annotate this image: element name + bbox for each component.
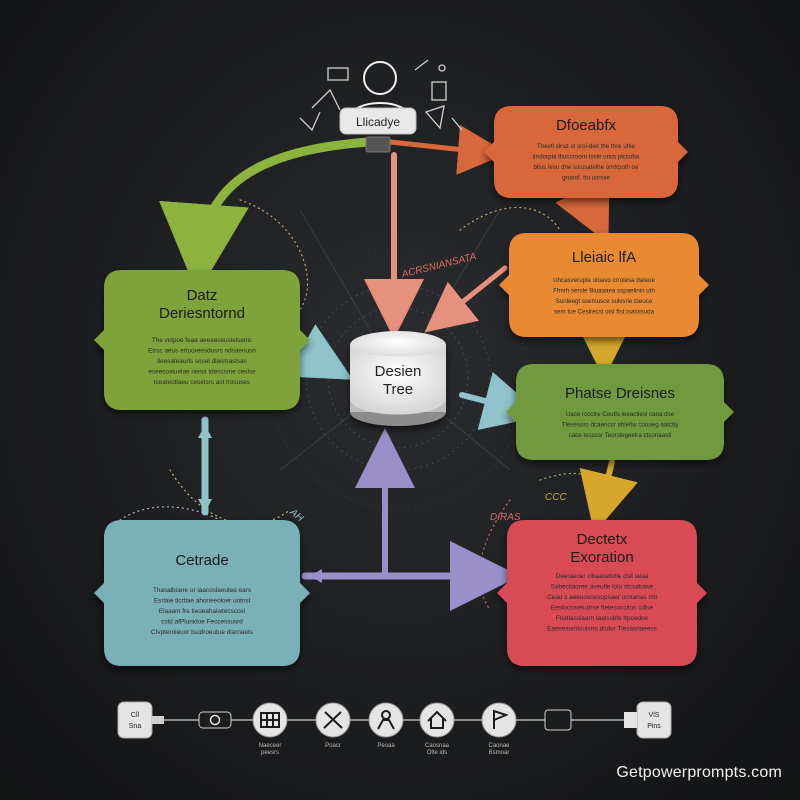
box-shape	[484, 106, 688, 198]
box-title: Deriesntornd	[159, 305, 245, 322]
box-shape	[506, 364, 734, 460]
box-body-line: Ceau s aeeuosnesopsaer urntanas mti	[547, 594, 657, 601]
box-body-line: Eeslocsisetudrse ftetesoccitos cdlse	[551, 605, 654, 612]
box-body-line: Eaeveasmloulsrrs dcdor Tlesasnaeecs	[547, 626, 657, 633]
icon-chip-label: Sna	[129, 723, 142, 730]
icon-chip-label: Cll	[131, 712, 140, 719]
box-body-line: Ffmrh sersle Biuaaaea sspaelinin uth	[553, 288, 655, 295]
icon-label: peesrs	[261, 750, 279, 756]
sketch-doodles	[299, 59, 463, 132]
center-title-line2: Tree	[383, 381, 413, 398]
box-body-line: sem tue Ceslrecst oisl ftst tsaloisuda	[554, 309, 655, 316]
box-shape	[94, 520, 310, 666]
box-shape	[497, 520, 707, 666]
tools-icon[interactable]: Poacr	[315, 702, 351, 749]
box-body-line: Thasalbcere or iaacoslaeutea ears	[153, 587, 251, 594]
box-body-line: Deeraecer cibaasetotle dsit iaiaa	[556, 573, 649, 580]
box-body-line: Tlesesoro dcaencsr ahieltw cooueg aatctl…	[562, 422, 679, 429]
box-body-line: cace tesscsr Teorslegeelra ctsonaastl	[569, 432, 672, 439]
arrow-logic-to-center	[424, 265, 508, 333]
center-node[interactable]	[350, 331, 446, 426]
box-body-line: Fnatlasslaarn taalssbfe Itpoedoe	[556, 615, 649, 622]
tag-icon[interactable]: VlS Pins	[624, 701, 672, 739]
scribble-label: CCC	[545, 492, 567, 503]
box-body-line: Sabeciiaoree aveutle lolo stcsaloiwe	[551, 584, 654, 591]
diagram-box[interactable]: Lleiaic lfA Uhcasveruple oloavo crrolesa …	[499, 233, 709, 337]
icon-label: Poacr	[325, 743, 341, 749]
arrow-user-to-data	[159, 137, 375, 294]
box-body-line: Elaaam fre tieoeahaiwtecsccel	[159, 608, 245, 615]
box-title: Phatse Dreisnes	[565, 385, 675, 402]
arrow-user-to-top-box	[387, 124, 508, 175]
box-body-line: cstd afPlunidoe Feccessusrd	[161, 619, 243, 626]
icon-chip-label: VlS	[649, 712, 660, 719]
box-body-line: eseecoaiuelae niesa tdescsme ceslse	[148, 369, 256, 376]
box-title: Dfoeabfx	[556, 117, 617, 134]
box-title: Exoration	[570, 549, 633, 566]
person-icon[interactable]: Peoaa	[368, 702, 404, 749]
box-title: Lleiaic lfA	[572, 249, 636, 266]
icon-label: Peoaa	[377, 743, 395, 749]
arrow-phase-to-explore	[579, 459, 638, 534]
box-body-line: Etrsc aeus ertuoreesdusrs ndsaenusn	[148, 348, 256, 355]
box-title: Datz	[187, 287, 218, 304]
circle-icon[interactable]	[198, 711, 232, 729]
icon-label: Caonae	[488, 743, 510, 749]
box-body-line: Uace rccctre Ceutls leeactlesl caoa dse	[566, 411, 675, 418]
arrow-topbox-to-logic	[555, 176, 610, 244]
box-body-line: lleesateaurls sosel dlasmaslsas	[157, 358, 247, 365]
watermark: Getpowerprompts.com	[616, 764, 782, 781]
box-body-line: lmdorpla ibuccroorn tssle oncs plccoba	[533, 154, 640, 161]
box-shape	[94, 270, 310, 410]
arrow-center-to-phase	[459, 371, 544, 431]
box-body-line: lceateotlaeu cesetsrc ast lrosuses	[154, 379, 250, 386]
box-title: Cetrade	[175, 552, 228, 569]
icon-label: Naeceer	[259, 743, 282, 749]
arrow-data-to-center	[285, 324, 353, 380]
box-body-line: The vidpoe feaa aeeaeseusielsenic	[152, 337, 253, 344]
icon-label: Oite ids	[427, 750, 447, 756]
icon-chip-label: Pins	[647, 723, 661, 730]
box-shape	[499, 233, 709, 337]
box-body-line: Uhcasveruple oloavo crrolesa daleue	[553, 277, 655, 284]
user-node[interactable]: Llicadye	[299, 59, 463, 153]
icon-label: Bsmoar	[489, 750, 510, 756]
box-body-line: Sonleegt ssemusce sulvsrie tseuce	[556, 298, 653, 305]
center-title-line1: Desien	[375, 363, 422, 380]
box-title: Dectetx	[577, 531, 628, 548]
box-body-line: CIvpteroieuor tsudroeutue dlarnaets	[151, 629, 253, 636]
scribble-label: DIRAS	[490, 512, 521, 523]
box-body-line: Esrlaie tlcrtiae ahorieeoloer uotnsl	[154, 598, 250, 605]
user-label: Llicadye	[356, 115, 400, 129]
box-body-line: Thevtl slrsd st sroi-diet the thre uhie	[537, 143, 636, 150]
icon-label: Caosnaa	[425, 743, 450, 749]
connector-arrows	[159, 124, 638, 611]
box-body-line: bllus lesu dhe ssiusatelhe omtrpolh oe	[534, 164, 639, 171]
square-icon[interactable]	[544, 709, 572, 731]
box-body-line: gruoof, ttu usrsxe	[562, 175, 610, 182]
